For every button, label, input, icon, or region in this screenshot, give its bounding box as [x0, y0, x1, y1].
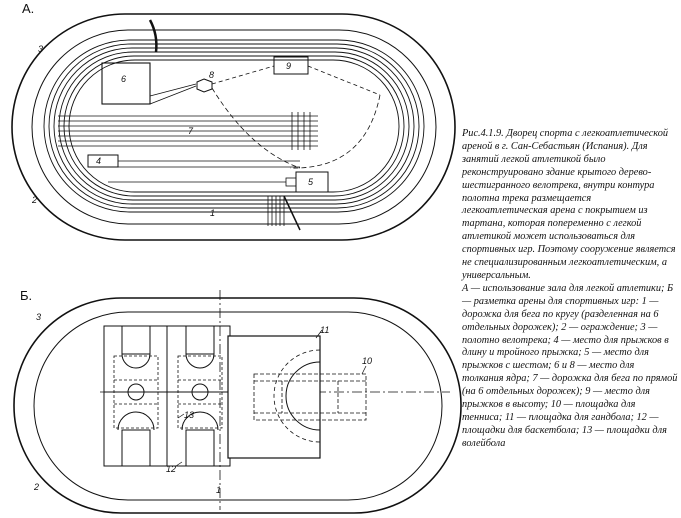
svg-text:3: 3: [36, 312, 41, 322]
panel-b-labels: Б. 3 2 1 10 11 12 13: [20, 288, 372, 495]
velodrome-inner-edge: [31, 29, 437, 225]
velodrome-outer-edge: [11, 13, 456, 241]
tennis-court-10: [253, 373, 367, 421]
svg-text:10: 10: [362, 356, 372, 366]
shot-put-area-6: [101, 62, 151, 105]
svg-text:6: 6: [121, 74, 126, 84]
svg-text:1: 1: [210, 208, 215, 218]
svg-text:8: 8: [209, 70, 214, 80]
basketball-courts-12: [103, 325, 231, 467]
svg-text:7: 7: [188, 126, 194, 136]
panel-a: [11, 13, 456, 241]
panel-b-letter: Б.: [20, 288, 32, 303]
panel-b: [13, 290, 462, 514]
volleyball-courts-13: [113, 355, 223, 429]
svg-text:4: 4: [96, 156, 101, 166]
svg-text:3: 3: [38, 44, 43, 54]
arena-outer-edge: [13, 297, 462, 514]
velodrome-start-line: [148, 19, 158, 53]
svg-text:12: 12: [166, 464, 176, 474]
high-jump-area-9: [273, 56, 309, 75]
svg-text:1: 1: [216, 485, 221, 495]
svg-text:13: 13: [184, 410, 194, 420]
svg-text:11: 11: [320, 325, 329, 335]
shot-put-circle-8: [196, 78, 213, 93]
arena-inner-edge: [33, 311, 443, 501]
long-jump-area-4: [87, 154, 119, 168]
caption-legend: А — использование зала для легкой атлети…: [462, 282, 678, 449]
finish-line-marks: [267, 195, 301, 231]
panel-a-letter: А.: [22, 1, 34, 16]
panel-a-labels: А. 3 2 1 4 5 6 7 8 9: [22, 1, 314, 218]
svg-text:2: 2: [33, 482, 39, 492]
caption-title: Рис.4.1.9. Дворец спорта с легкоатлетиче…: [462, 128, 676, 281]
figure-caption: Рис.4.1.9. Дворец спорта с легкоатлетиче…: [462, 128, 678, 451]
running-track-lanes: [43, 39, 425, 213]
svg-text:9: 9: [286, 61, 291, 71]
svg-text:2: 2: [31, 195, 37, 205]
svg-text:5: 5: [308, 177, 314, 187]
sprint-straight-7: [58, 112, 318, 150]
